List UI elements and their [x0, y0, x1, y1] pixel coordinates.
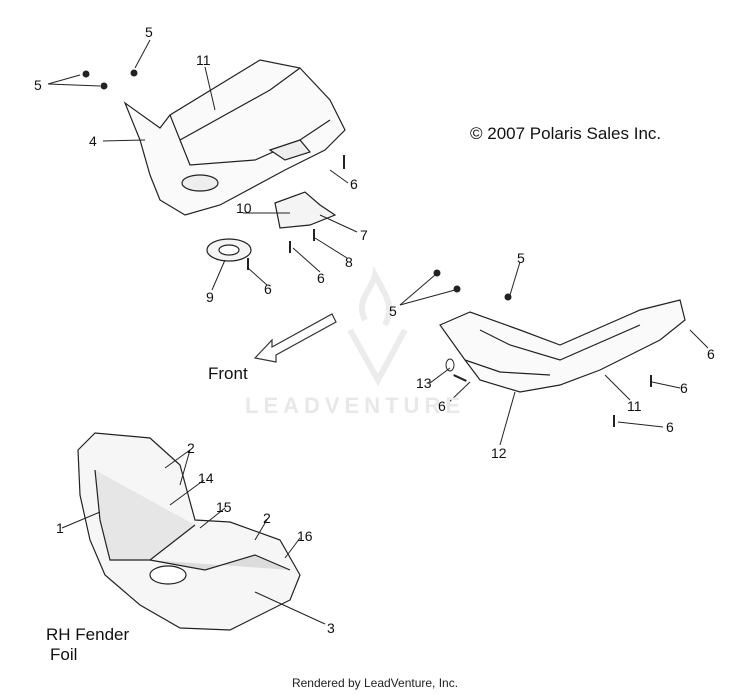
callout-label: 6 — [707, 346, 715, 362]
callout-label: 1 — [56, 520, 64, 536]
front-arrow-icon — [253, 313, 337, 363]
callout-label: 16 — [297, 528, 313, 544]
callout-label: 12 — [491, 445, 507, 461]
caption-line-1: RH Fender — [46, 625, 130, 644]
footer-credit: Rendered by LeadVenture, Inc. — [291, 676, 459, 690]
watermark-text: LEADVENTURE — [245, 393, 466, 418]
callout-label: 15 — [216, 499, 232, 515]
callout-label: 3 — [327, 620, 335, 636]
fender-right — [439, 299, 686, 393]
callout-label: 6 — [680, 380, 688, 396]
leader-lines — [47, 39, 709, 625]
caption-line-2: Foil — [50, 645, 78, 664]
callout-label: 2 — [263, 510, 271, 526]
callout-label: 6 — [350, 176, 358, 192]
callout-label: 2 — [187, 440, 195, 456]
callout-label: 6 — [264, 281, 272, 297]
fender-foil-caption: RH Fender Foil — [46, 625, 129, 665]
callout-label: 4 — [89, 133, 97, 149]
callout-label: 6 — [666, 419, 674, 435]
callout-label: 9 — [206, 289, 214, 305]
callout-label: 8 — [345, 254, 353, 270]
fastener-icons — [82, 69, 652, 427]
callout-label: 7 — [360, 227, 368, 243]
front-label: Front — [208, 364, 248, 383]
callout-label: 6 — [438, 398, 446, 414]
ring-part — [206, 238, 252, 262]
callout-label: 11 — [196, 52, 211, 68]
watermark-logo-icon — [347, 265, 408, 387]
fender-foil — [77, 432, 301, 631]
callout-label: 5 — [517, 250, 525, 266]
callout-label: 13 — [416, 375, 432, 391]
callout-label: 5 — [389, 303, 397, 319]
callout-label: 5 — [145, 24, 153, 40]
callout-label: 14 — [198, 470, 214, 486]
copyright-text: © 2007 Polaris Sales Inc. — [470, 124, 662, 143]
callout-label: 11 — [627, 398, 642, 414]
guard-part — [274, 191, 337, 229]
callout-label: 6 — [317, 270, 325, 286]
callout-label: 10 — [236, 200, 252, 216]
callout-label: 5 — [34, 77, 42, 93]
fender-left-top — [123, 59, 346, 216]
